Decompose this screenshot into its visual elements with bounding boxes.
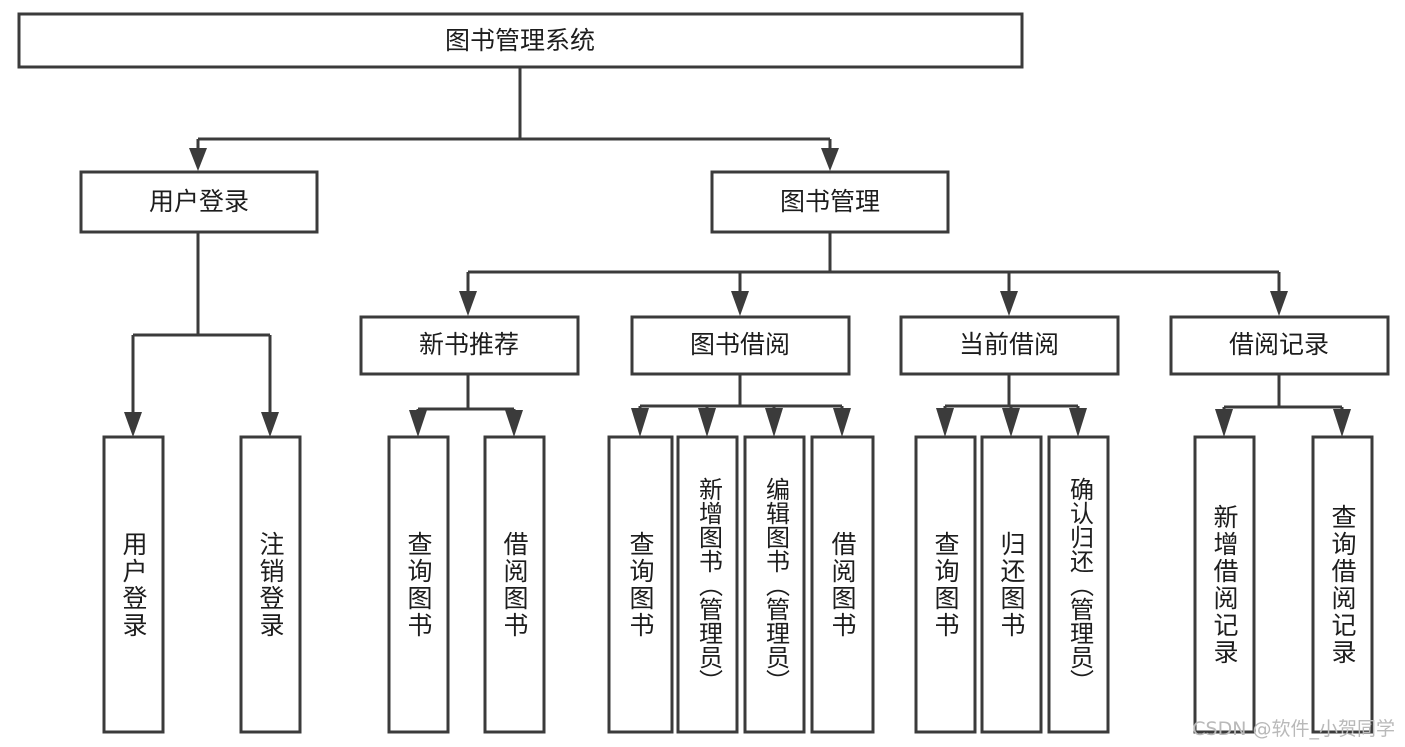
- watermark-text: CSDN @软件_小贺同学: [1192, 718, 1395, 740]
- node-root-label: 图书管理系统: [445, 26, 595, 55]
- arrow-to-leaf-query-record: [1333, 409, 1351, 437]
- node-current-borrow[interactable]: 当前借阅: [899, 315, 1120, 376]
- node-user-login[interactable]: 用户登录: [79, 170, 319, 234]
- node-new-book-rec-box[interactable]: [359, 315, 580, 376]
- arrow-to-leaf-return-book: [1002, 408, 1020, 437]
- arrow-to-leaf-query-book-1: [409, 410, 427, 437]
- arrow-to-leaf-logout: [261, 412, 279, 437]
- node-root-box[interactable]: [17, 12, 1024, 69]
- node-new-book-rec[interactable]: 新书推荐: [359, 315, 580, 376]
- node-leaf-query-book-2-box[interactable]: [607, 435, 674, 734]
- arrow-to-leaf-confirm-return: [1069, 408, 1087, 437]
- arrow-to-book-borrow: [731, 291, 749, 316]
- node-borrow-record-label: 借阅记录: [1229, 330, 1329, 359]
- arrow-to-leaf-query-book-2: [631, 408, 649, 437]
- node-book-borrow[interactable]: 图书借阅: [630, 315, 851, 376]
- node-current-borrow-box[interactable]: [899, 315, 1120, 376]
- arrow-to-borrow-record: [1270, 291, 1288, 316]
- node-book-manage-label: 图书管理: [780, 187, 880, 216]
- node-leaf-borrow-book-1-box[interactable]: [483, 435, 546, 734]
- node-leaf-query-book-3-box[interactable]: [914, 435, 977, 734]
- node-leaf-add-book-box[interactable]: [676, 435, 739, 734]
- node-book-borrow-box[interactable]: [630, 315, 851, 376]
- arrow-to-leaf-borrow-book-2: [833, 408, 851, 437]
- node-leaf-edit-book-box[interactable]: [743, 435, 806, 734]
- arrow-to-leaf-edit-book: [765, 408, 783, 437]
- arrow-to-user-login: [189, 148, 207, 171]
- node-borrow-record-box[interactable]: [1169, 315, 1390, 376]
- arrow-to-new-book-rec: [459, 291, 477, 316]
- node-leaf-add-record-box[interactable]: [1193, 435, 1256, 734]
- node-new-book-rec-label: 新书推荐: [419, 330, 519, 359]
- arrow-to-leaf-add-record: [1215, 409, 1233, 437]
- arrow-to-leaf-user-login: [124, 412, 142, 437]
- connector-layer: [124, 67, 1351, 437]
- node-book-manage[interactable]: 图书管理: [710, 170, 950, 234]
- arrow-to-leaf-query-book-3: [936, 408, 954, 437]
- node-book-borrow-label: 图书借阅: [690, 330, 790, 359]
- node-leaf-borrow-book-2-box[interactable]: [810, 435, 875, 734]
- node-user-login-label: 用户登录: [149, 187, 249, 216]
- node-borrow-record[interactable]: 借阅记录: [1169, 315, 1390, 376]
- node-leaf-confirm-return-box[interactable]: [1047, 435, 1110, 734]
- arrow-to-leaf-borrow-book-1: [505, 410, 523, 437]
- arrow-to-leaf-add-book: [698, 408, 716, 437]
- arrow-to-current-borrow: [1000, 291, 1018, 316]
- node-book-manage-box[interactable]: [710, 170, 950, 234]
- node-layer: 图书管理系统 用户登录 图书管理 新书推荐 图书借阅: [17, 12, 1390, 734]
- node-leaf-return-book-box[interactable]: [980, 435, 1043, 734]
- arrow-to-book-manage: [821, 148, 839, 171]
- node-leaf-query-record-box[interactable]: [1311, 435, 1374, 734]
- node-user-login-box[interactable]: [79, 170, 319, 234]
- node-leaf-logout-box[interactable]: [239, 435, 302, 734]
- node-root[interactable]: 图书管理系统: [17, 12, 1024, 69]
- node-leaf-query-book-1-box[interactable]: [387, 435, 450, 734]
- node-current-borrow-label: 当前借阅: [959, 330, 1059, 359]
- node-leaf-user-login-box[interactable]: [102, 435, 165, 734]
